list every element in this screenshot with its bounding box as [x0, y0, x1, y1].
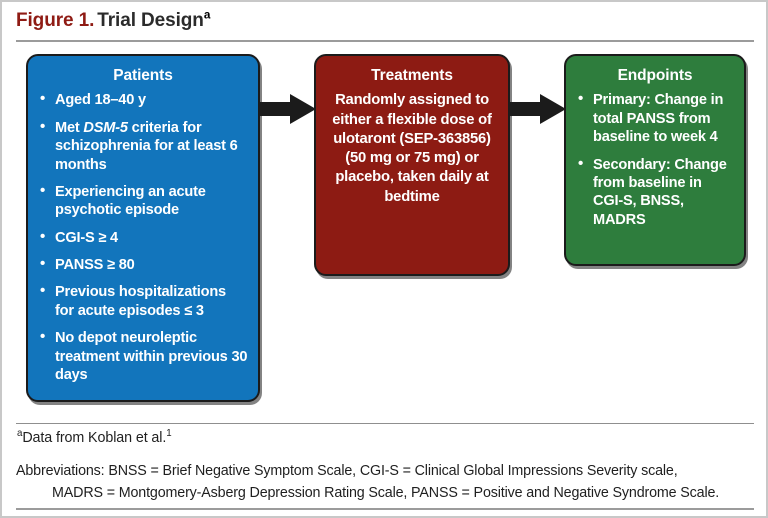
flow-box-endpoints-title: Endpoints — [617, 67, 693, 84]
flow-box-patients-title: Patients — [113, 67, 173, 84]
list-item: Previous hospitalizations for acute epis… — [38, 282, 248, 320]
flow-box-patients-list: Aged 18–40 y Met DSM-5 criteria for schi… — [38, 90, 248, 384]
list-item: CGI-S ≥ 4 — [38, 228, 248, 247]
list-item-text: Aged 18–40 y — [55, 92, 146, 109]
list-item: Met DSM-5 criteria for schizophrenia for… — [38, 118, 248, 174]
footnote-source: aData from Koblan et al.1 — [17, 428, 172, 446]
abbreviations-line-1: Abbreviations: BNSS = Brief Negative Sym… — [16, 463, 678, 479]
list-item: Aged 18–40 y — [38, 90, 248, 109]
flow-box-treatments-body: Randomly assigned to either a flexible d… — [326, 91, 498, 206]
flow-box-treatments-text: Randomly assigned to either a flexible d… — [332, 92, 492, 205]
list-item-text: PANSS ≥ 80 — [55, 257, 135, 273]
abbreviations-block: Abbreviations: BNSS = Brief Negative Sym… — [16, 460, 756, 504]
list-item: Primary: Change in total PANSS from base… — [576, 90, 734, 146]
list-item-emphasis: DSM-5 — [83, 119, 128, 136]
list-item-text: Experiencing an acute psychotic episode — [55, 183, 206, 219]
list-item-text: CGI-S ≥ 4 — [55, 229, 118, 246]
footnote-marker: a — [17, 428, 23, 440]
footnote-reference-number: 1 — [166, 428, 172, 440]
list-item-text: No depot neuroleptic treatment within pr… — [55, 330, 248, 383]
flow-box-endpoints-list: Primary: Change in total PANSS from base… — [576, 90, 734, 230]
list-item-text-cont: criteria for schizophrenia for at least … — [55, 119, 238, 173]
abbreviations-line-2: MADRS = Montgomery-Asberg Depression Rat… — [52, 485, 720, 502]
list-item: Secondary: Change from baseline in CGI-S… — [576, 155, 734, 230]
arrow-right-icon — [260, 93, 316, 125]
title-divider — [16, 40, 754, 42]
figure-number: Figure 1. — [16, 10, 95, 31]
arrow-right-icon — [510, 93, 566, 125]
figure-title-label: Trial Design — [97, 10, 204, 31]
bottom-divider — [16, 508, 754, 510]
footnote-source-text: Data from Koblan et al. — [22, 430, 167, 446]
flow-box-endpoints: Endpoints Primary: Change in total PANSS… — [564, 54, 746, 266]
list-item-text: Met — [55, 119, 84, 136]
flow-box-treatments: Treatments Randomly assigned to either a… — [314, 54, 510, 276]
footnote-divider — [16, 423, 754, 424]
flow-diagram: Patients Aged 18–40 y Met DSM-5 criteria… — [2, 46, 766, 416]
figure-title: Figure 1.Trial Designa — [16, 8, 211, 32]
list-item: PANSS ≥ 80 — [38, 255, 248, 274]
list-item-text: Primary: Change in total PANSS from base… — [593, 92, 724, 146]
figure-title-footnote-marker: a — [203, 8, 211, 22]
list-item: No depot neuroleptic treatment within pr… — [38, 328, 248, 384]
list-item-text: Secondary: Change from baseline in CGI-S… — [593, 156, 727, 228]
flow-box-treatments-title: Treatments — [371, 67, 453, 84]
list-item: Experiencing an acute psychotic episode — [38, 182, 248, 220]
list-item-text: Previous hospitalizations for acute epis… — [55, 284, 226, 319]
flow-box-patients: Patients Aged 18–40 y Met DSM-5 criteria… — [26, 54, 260, 402]
